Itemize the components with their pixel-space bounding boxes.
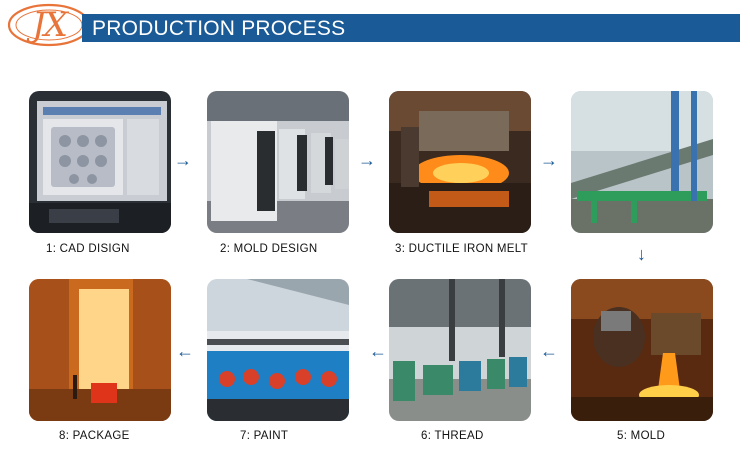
step-3-image: [389, 91, 531, 233]
step-2-image: [207, 91, 349, 233]
step-label: 7: PAINT: [240, 430, 289, 442]
arrow-right-icon: →: [358, 150, 376, 170]
arrow-right-icon: →: [540, 150, 558, 170]
logo-text: JX: [32, 5, 68, 45]
step-label: 8: PACKAGE: [59, 430, 130, 442]
arrow-left-icon: ←: [176, 341, 194, 361]
page-header: JX PRODUCTION PROCESS: [0, 0, 750, 50]
step-7-image: [207, 279, 349, 421]
step-label: 1: CAD DISIGN: [46, 243, 130, 255]
arrow-down-icon: ↓: [637, 244, 646, 264]
company-logo: JX: [6, 2, 92, 48]
arrow-right-icon: →: [174, 150, 192, 170]
step-label: 6: THREAD: [421, 430, 484, 442]
arrow-left-icon: ←: [369, 341, 387, 361]
step-label: 2: MOLD DESIGN: [220, 243, 318, 255]
step-4-image: [571, 91, 713, 233]
step-label: 3: DUCTILE IRON MELT: [395, 243, 528, 255]
step-8-image: [29, 279, 171, 421]
arrow-left-icon: ←: [540, 341, 558, 361]
step-1-image: [29, 91, 171, 233]
title-bar: PRODUCTION PROCESS: [82, 14, 740, 42]
page-title: PRODUCTION PROCESS: [92, 17, 346, 40]
step-label: 5: MOLD: [617, 430, 666, 442]
step-6-image: [389, 279, 531, 421]
step-5-image: [571, 279, 713, 421]
